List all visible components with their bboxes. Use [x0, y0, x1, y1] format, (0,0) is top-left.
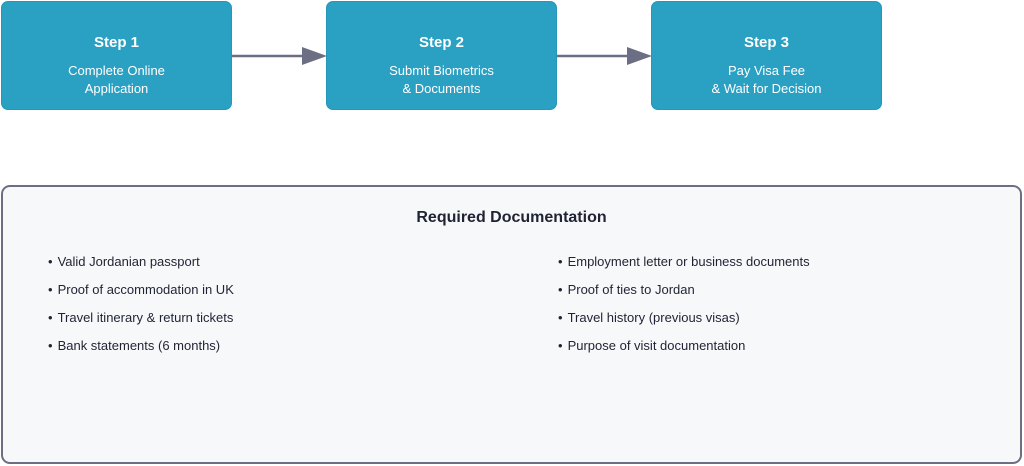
step-2-box: Step 2 Submit Biometrics & Documents: [326, 1, 557, 110]
list-item: Proof of accommodation in UK: [48, 276, 234, 304]
list-item: Bank statements (6 months): [48, 332, 234, 360]
step-1-description: Complete Online Application: [2, 62, 231, 98]
list-item: Valid Jordanian passport: [48, 248, 234, 276]
list-item: Proof of ties to Jordan: [558, 276, 810, 304]
step-2-line-1: Submit Biometrics: [389, 63, 494, 78]
step-2-title: Step 2: [418, 34, 464, 51]
flow-arrows: [232, 47, 652, 65]
list-item: Employment letter or business documents: [558, 248, 810, 276]
step-1-box: Step 1 Complete Online Application: [1, 1, 232, 110]
list-item: Travel history (previous visas): [558, 304, 810, 332]
step-1-line-2: Application: [84, 81, 149, 96]
documentation-list-left: Valid Jordanian passport Proof of accomm…: [48, 248, 234, 360]
arrow-step-1-to-2: [232, 47, 327, 65]
documentation-list-right: Employment letter or business documents …: [558, 248, 810, 360]
step-2-line-2: & Documents: [402, 81, 481, 96]
step-3-description: Pay Visa Fee & Wait for Decision: [652, 62, 881, 98]
step-1-title: Step 1: [93, 34, 139, 51]
step-2-description: Submit Biometrics & Documents: [327, 62, 556, 98]
step-3-title: Step 3: [743, 34, 789, 51]
required-documentation-panel: Required Documentation Valid Jordanian p…: [1, 185, 1022, 464]
step-3-line-2: & Wait for Decision: [711, 81, 822, 96]
step-3-box: Step 3 Pay Visa Fee & Wait for Decision: [651, 1, 882, 110]
list-item: Purpose of visit documentation: [558, 332, 810, 360]
step-3-line-1: Pay Visa Fee: [727, 63, 806, 78]
step-1-line-1: Complete Online: [68, 63, 165, 78]
documentation-title: Required Documentation: [416, 209, 607, 226]
list-item: Travel itinerary & return tickets: [48, 304, 234, 332]
arrow-step-2-to-3: [557, 47, 652, 65]
